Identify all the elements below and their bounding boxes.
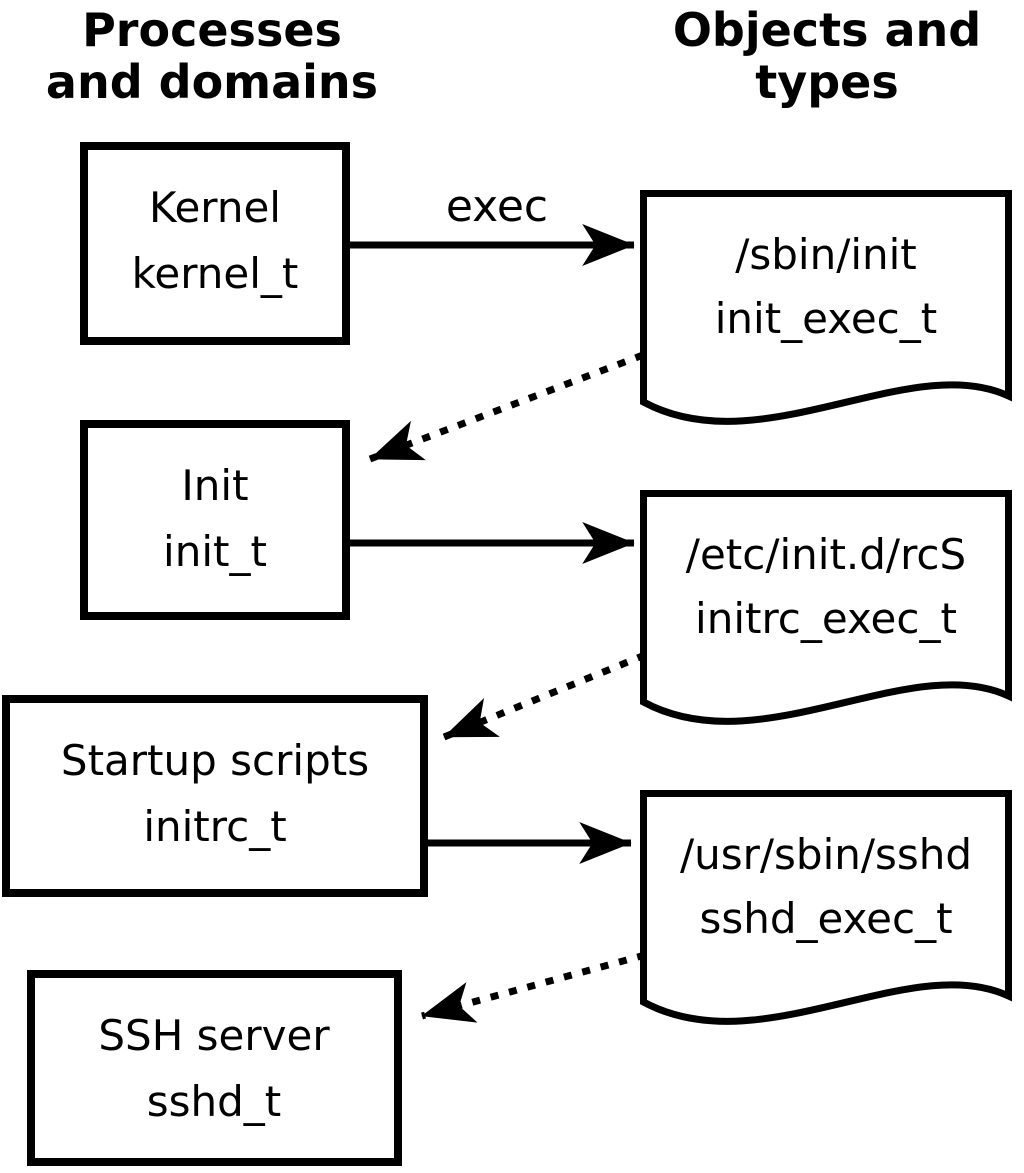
process-init-type: init_t: [163, 527, 267, 576]
process-ssh-server-type: sshd_t: [147, 1077, 282, 1126]
process-box-init: [80, 420, 350, 620]
object-sshd-exec-type: sshd_exec_t: [699, 894, 952, 943]
object-initrc-exec-type: initrc_exec_t: [695, 594, 957, 643]
process-init-name: Init: [181, 461, 248, 510]
object-document-sshd-exec: [640, 790, 1012, 1025]
object-document-initrc-exec: [640, 490, 1012, 725]
object-document-init-exec: [640, 190, 1012, 425]
transition-arrow-sshd-exec-to-sshd: [421, 951, 646, 1023]
object-init-exec-type: init_exec_t: [715, 294, 938, 343]
process-kernel-name: Kernel: [149, 183, 281, 232]
process-kernel-type: kernel_t: [132, 249, 299, 298]
object-initrc-exec-path: /etc/init.d/rcS: [686, 530, 966, 579]
right-column-header-line1: Objects and: [673, 3, 981, 57]
process-startup-scripts-type: initrc_t: [143, 802, 286, 851]
left-column-header-line2: and domains: [46, 55, 378, 109]
object-init-exec-path: /sbin/init: [735, 230, 917, 279]
left-column-header-line1: Processes: [82, 3, 342, 57]
process-box-ssh-server: [27, 970, 402, 1166]
process-startup-scripts-name: Startup scripts: [61, 736, 369, 785]
process-box-startup-scripts: [2, 695, 428, 897]
transition-arrow-init-exec-to-init: [368, 351, 645, 463]
process-box-kernel: [80, 142, 350, 345]
exec-arrow-label: exec: [446, 181, 548, 232]
transition-arrow-initrc-exec-to-initrc: [442, 651, 647, 741]
object-sshd-exec-path: /usr/sbin/sshd: [680, 830, 972, 879]
process-ssh-server-name: SSH server: [98, 1011, 330, 1060]
right-column-header-line2: types: [755, 55, 898, 109]
